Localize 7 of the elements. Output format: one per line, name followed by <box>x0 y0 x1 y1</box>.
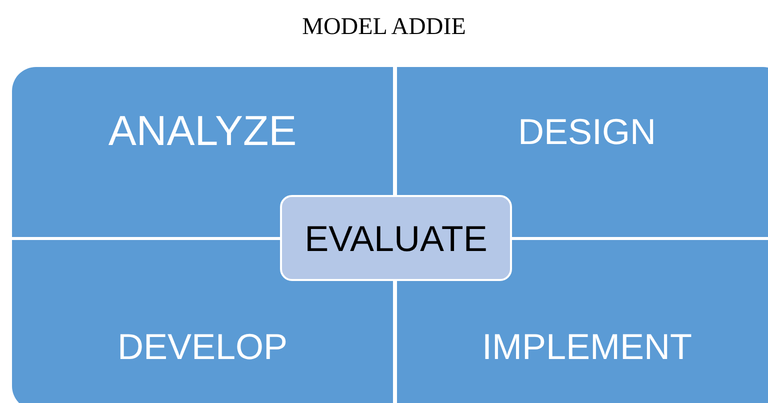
stage-label: DEVELOP <box>116 326 289 368</box>
stage-label: EVALUATE <box>304 218 488 260</box>
stage-label: ANALYZE <box>107 107 298 155</box>
stage-label: DESIGN <box>516 111 658 153</box>
center-box <box>280 195 512 281</box>
stage-label: IMPLEMENT <box>480 326 694 368</box>
diagram-title: MODEL ADDIE <box>301 14 467 41</box>
